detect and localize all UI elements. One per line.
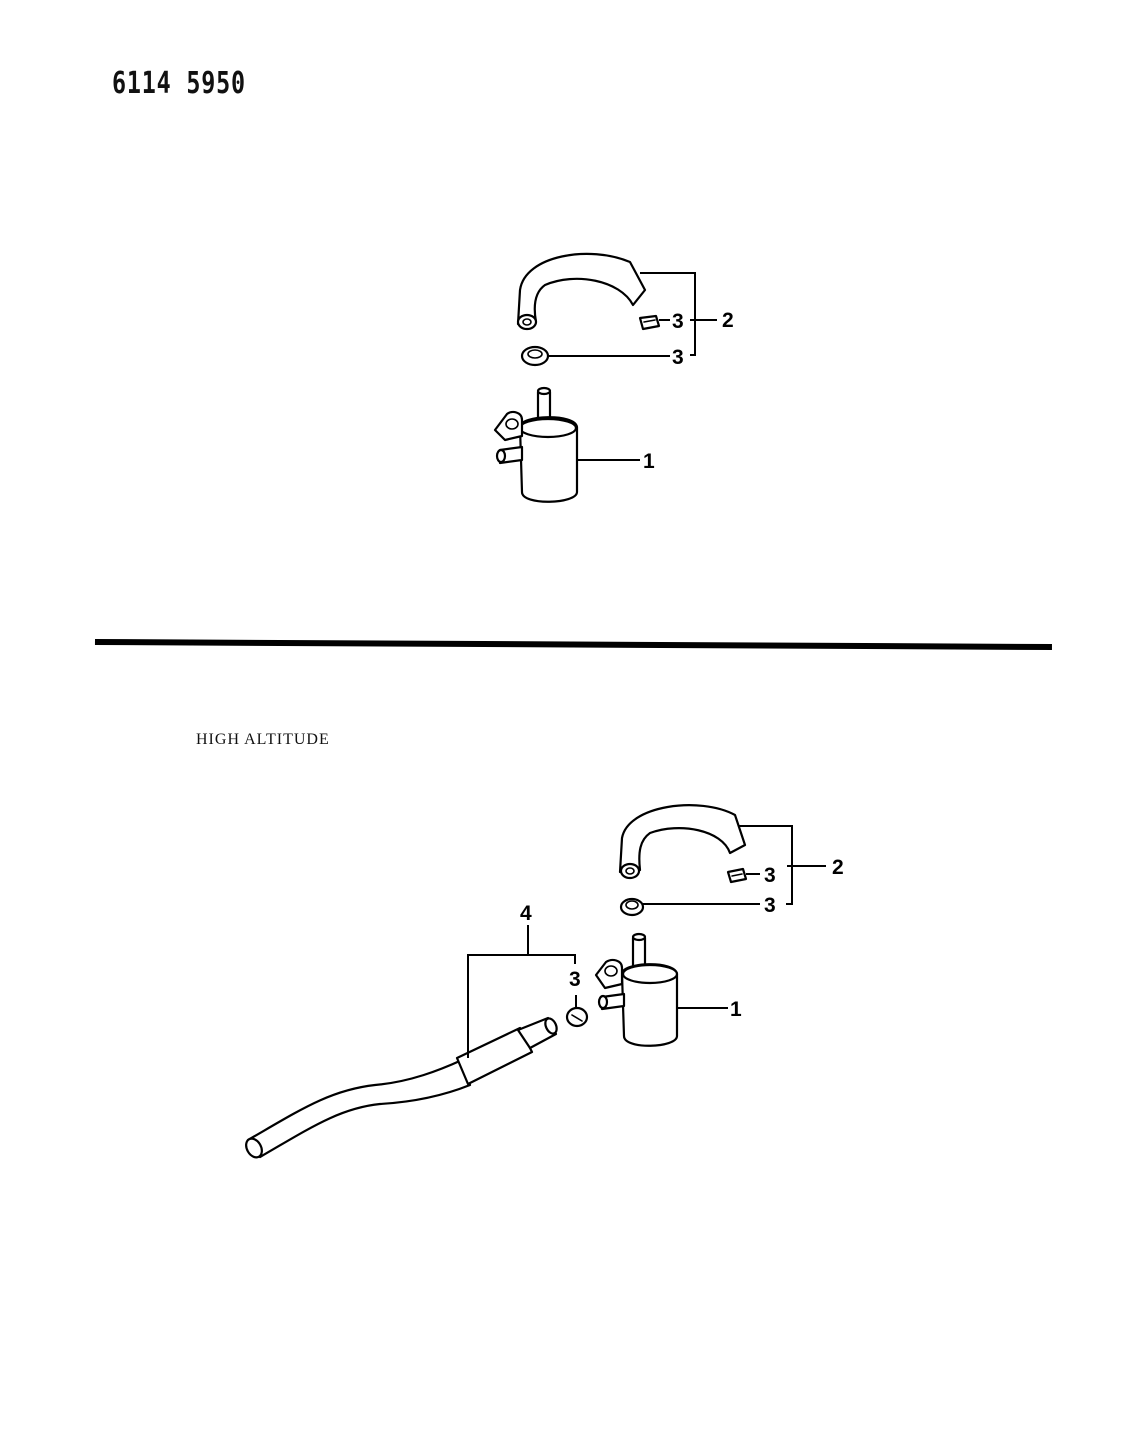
- callout-valve: 1: [643, 450, 655, 473]
- callout-tube-kit: 4: [520, 902, 532, 925]
- tube-clamp: [565, 1006, 589, 1028]
- high-altitude-assembly: 3 2 3 1 3 4: [245, 804, 844, 1159]
- section-label-high-altitude: HIGH ALTITUDE: [196, 731, 330, 748]
- callout-hose-kit: 2: [722, 309, 734, 332]
- hose-clamp: [520, 345, 550, 367]
- hose-clip: [638, 314, 661, 331]
- hose-clip-ha: [726, 867, 748, 884]
- callout-tube-clamp: 3: [569, 968, 581, 991]
- callout-valve-ha: 1: [730, 998, 742, 1021]
- vacuum-valve: [493, 386, 579, 503]
- vacuum-tube: [245, 1016, 558, 1159]
- hose-clamp-ha: [619, 897, 645, 917]
- callout-clip-ha: 3: [764, 864, 776, 887]
- vacuum-hose-ha: [618, 804, 747, 880]
- vacuum-hose: [516, 252, 647, 331]
- page-code: 6114 5950: [112, 66, 246, 101]
- callout-clamp-ha: 3: [764, 894, 776, 917]
- standard-assembly: 3 2 3 1: [493, 252, 734, 503]
- vacuum-valve-ha: [594, 932, 679, 1047]
- callout-clamp: 3: [672, 346, 684, 369]
- callout-clip: 3: [672, 310, 684, 333]
- callout-hose-kit-ha: 2: [832, 856, 844, 879]
